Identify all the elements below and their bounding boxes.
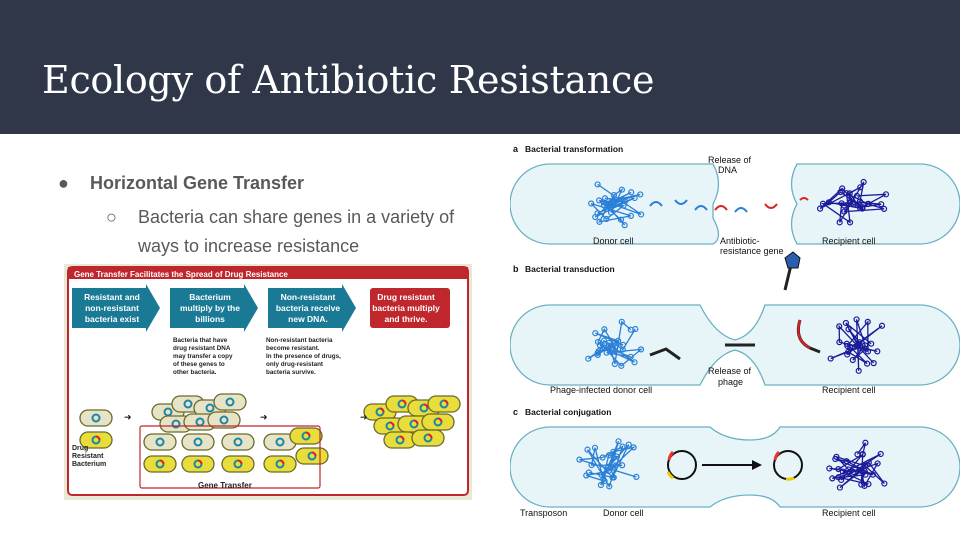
- step-note: Non-resistant bacteria: [266, 337, 333, 344]
- label-release-phage-1: Release of: [708, 366, 752, 376]
- bacterium-cell: [289, 427, 323, 445]
- label-donor-c: Donor cell: [603, 508, 644, 518]
- bacterium-cell: [143, 433, 177, 451]
- step-note: may transfer a copy: [173, 353, 233, 360]
- bacterium-cell: [213, 393, 247, 411]
- bacterium-cell: [263, 455, 297, 473]
- dna-chromosome: [816, 178, 890, 226]
- step-label: Drug resistant: [377, 292, 435, 302]
- dna-chromosome: [826, 439, 888, 491]
- step-label: Resistant and: [84, 292, 140, 302]
- step-note: bacteria survive.: [266, 369, 316, 376]
- dna-chromosome: [585, 318, 645, 369]
- step-label: bacteria exist: [85, 314, 140, 324]
- step-label: Bacterium: [189, 292, 231, 302]
- step-note: drug resistant DNA: [173, 345, 231, 352]
- panel-c-title: Bacterial conjugation: [525, 407, 611, 417]
- bullet-text: Horizontal Gene Transfer: [90, 173, 305, 193]
- figure-title: Gene Transfer Facilitates the Spread of …: [74, 270, 288, 279]
- dna-chromosome: [588, 181, 645, 229]
- dna-chromosome: [576, 438, 640, 490]
- step-label: bacteria receive: [276, 303, 341, 313]
- bullet-marker: ●: [58, 173, 69, 193]
- step-note: become resistant.: [266, 345, 320, 352]
- bacterium-cell: [295, 447, 329, 465]
- panel-a-letter: a: [513, 144, 519, 154]
- bacterium-cell: [181, 455, 215, 473]
- bacterium-cell: [221, 433, 255, 451]
- label-transposon: Transposon: [520, 508, 567, 518]
- label-donor-a: Donor cell: [593, 236, 634, 246]
- label-recipient-b: Recipient cell: [822, 385, 876, 395]
- dna-chromosome: [827, 316, 886, 374]
- sub-bullet-text: Bacteria can share genes in a variety of…: [138, 207, 455, 256]
- panel-b-title: Bacterial transduction: [525, 264, 615, 274]
- sub-bullet: ○ Bacteria can share genes in a variety …: [106, 203, 454, 256]
- label-drug: Drug: [72, 445, 88, 452]
- step-label: non-resistant: [85, 303, 139, 313]
- step-label: Non-resistant: [281, 292, 336, 302]
- step-label: and thrive.: [385, 314, 428, 324]
- step-label: new DNA.: [288, 314, 328, 324]
- bacterium-cell: [143, 455, 177, 473]
- label-release-dna-2: DNA: [718, 165, 737, 175]
- label-release-phage-2: phage: [718, 377, 743, 387]
- bacterium-cell: [421, 413, 455, 431]
- arrow-icon: ➜: [124, 412, 132, 422]
- sub-bullet-marker: ○: [106, 207, 117, 227]
- panel-b-letter: b: [513, 264, 519, 274]
- hgt-mechanisms-figure: a Bacterial transformation Release of DN…: [509, 140, 960, 525]
- step-label: billions: [195, 314, 225, 324]
- bacterium-cell: [181, 433, 215, 451]
- bacterium-cell: [207, 411, 241, 429]
- panel-c-letter: c: [513, 407, 518, 417]
- step-note: only drug-resistant: [266, 361, 324, 368]
- label-recipient-c: Recipient cell: [822, 508, 876, 518]
- label-bacterium: Bacterium: [72, 461, 106, 468]
- bacterium-cell: [383, 431, 417, 449]
- label-release-dna-1: Release of: [708, 155, 752, 165]
- arrow-icon: ➜: [260, 412, 268, 422]
- label-gene-1: Antibiotic-: [720, 236, 760, 246]
- step-label: multiply by the: [180, 303, 240, 313]
- label-gene-2: resistance gene: [720, 246, 784, 256]
- step-label: bacteria multiply: [372, 303, 440, 313]
- bacterium-cell: [221, 455, 255, 473]
- bacterium-cell: [411, 429, 445, 447]
- bacterium-cell: [79, 409, 113, 427]
- step-note: Bacteria that have: [173, 337, 228, 344]
- label-gene-transfer: Gene Transfer: [198, 481, 252, 490]
- title-bar: Ecology of Antibiotic Resistance: [0, 0, 960, 134]
- panel-a-title: Bacterial transformation: [525, 144, 623, 154]
- label-recipient-a: Recipient cell: [822, 236, 876, 246]
- arrow-icon: ➜: [360, 412, 368, 422]
- step-note: of these genes to: [173, 361, 225, 368]
- gene-transfer-figure: Gene Transfer Facilitates the Spread of …: [64, 264, 472, 500]
- slide-title: Ecology of Antibiotic Resistance: [42, 58, 655, 102]
- step-note: other bacteria.: [173, 369, 217, 376]
- label-donor-b: Phage-infected donor cell: [550, 385, 652, 395]
- label-resistant: Resistant: [72, 453, 104, 460]
- step-note: In the presence of drugs,: [266, 353, 341, 360]
- bacterium-cell: [427, 395, 461, 413]
- bacterium-cell: [79, 431, 113, 449]
